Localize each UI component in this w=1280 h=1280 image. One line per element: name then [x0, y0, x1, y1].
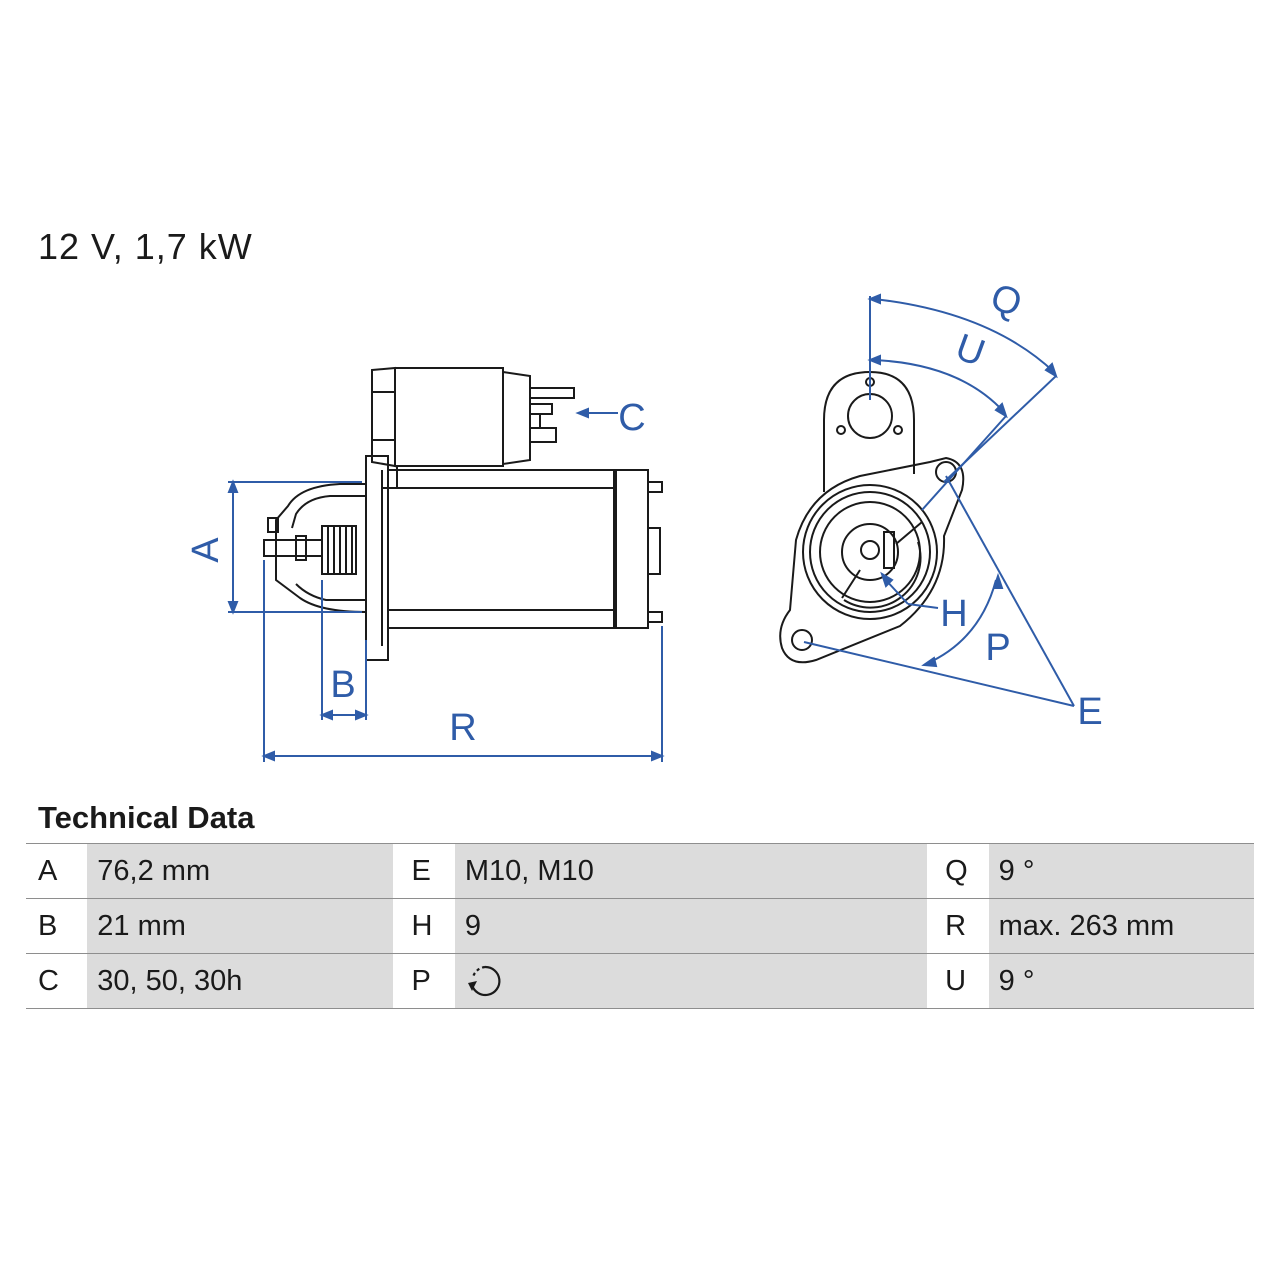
- terminal-30h: [529, 427, 557, 443]
- table-row: A 76,2 mm E M10, M10 Q 9 °: [26, 843, 1254, 899]
- cell-key: A: [26, 843, 88, 899]
- cell-key: Q: [927, 843, 989, 899]
- label-E: E: [1077, 691, 1102, 733]
- terminal-30: [529, 387, 575, 399]
- side-view-labels: A B C R: [185, 397, 646, 749]
- label-R: R: [449, 707, 476, 749]
- front-view-dimensions: [803, 293, 1075, 707]
- front-view-labels: Q U H P E: [940, 276, 1102, 733]
- spec-title: 12 V, 1,7 kW: [38, 226, 253, 267]
- table-row: B 21 mm H 9 R max. 263 mm: [26, 898, 1254, 954]
- cell-value: 9 °: [988, 843, 1254, 899]
- label-B: B: [330, 664, 355, 706]
- cell-value-rotation: [454, 953, 928, 1009]
- cell-key: R: [927, 898, 989, 954]
- cell-value: 21 mm: [87, 898, 394, 954]
- motor-body: [387, 469, 617, 629]
- technical-data-heading: Technical Data: [38, 800, 255, 835]
- cell-value: 30, 50, 30h: [87, 953, 394, 1009]
- starter-motor-diagram: A B C R: [185, 276, 1103, 762]
- starter-front-view: [779, 370, 965, 664]
- arc-P: [925, 579, 997, 665]
- arc-Q: [873, 298, 1055, 373]
- mounting-flange: [365, 455, 389, 661]
- cell-key: H: [393, 898, 455, 954]
- side-view-dimensions: [227, 407, 665, 762]
- cell-key: C: [26, 953, 88, 1009]
- cell-key: P: [393, 953, 455, 1009]
- cell-value: max. 263 mm: [988, 898, 1254, 954]
- label-P: P: [985, 627, 1010, 669]
- counterclockwise-rotation-icon: [467, 965, 501, 997]
- technical-data-table: A 76,2 mm E M10, M10 Q 9 ° B 21 mm H 9 R…: [26, 843, 1254, 1009]
- mount-hole-lower: [791, 629, 813, 651]
- label-A: A: [185, 537, 227, 563]
- cell-value: 76,2 mm: [87, 843, 394, 899]
- drive-housing: [275, 483, 367, 613]
- label-C: C: [618, 397, 645, 439]
- solenoid-cap: [371, 366, 396, 468]
- starter-side-view: [263, 366, 663, 661]
- solenoid-end: [502, 370, 531, 466]
- label-U: U: [950, 326, 990, 375]
- solenoid-body: [394, 367, 504, 467]
- end-cap: [613, 469, 649, 629]
- terminal-50: [529, 403, 553, 415]
- front-flange: [779, 456, 965, 664]
- label-H: H: [940, 593, 967, 635]
- cell-value: 9: [454, 898, 928, 954]
- arc-U: [873, 359, 1005, 413]
- shaft-end: [263, 539, 323, 557]
- table-row: C 30, 50, 30h P U 9 °: [26, 953, 1254, 1009]
- cell-key: U: [927, 953, 989, 1009]
- cell-value: 9 °: [988, 953, 1254, 1009]
- label-Q: Q: [985, 276, 1027, 326]
- cell-value: M10, M10: [454, 843, 928, 899]
- cell-key: E: [393, 843, 455, 899]
- cell-key: B: [26, 898, 88, 954]
